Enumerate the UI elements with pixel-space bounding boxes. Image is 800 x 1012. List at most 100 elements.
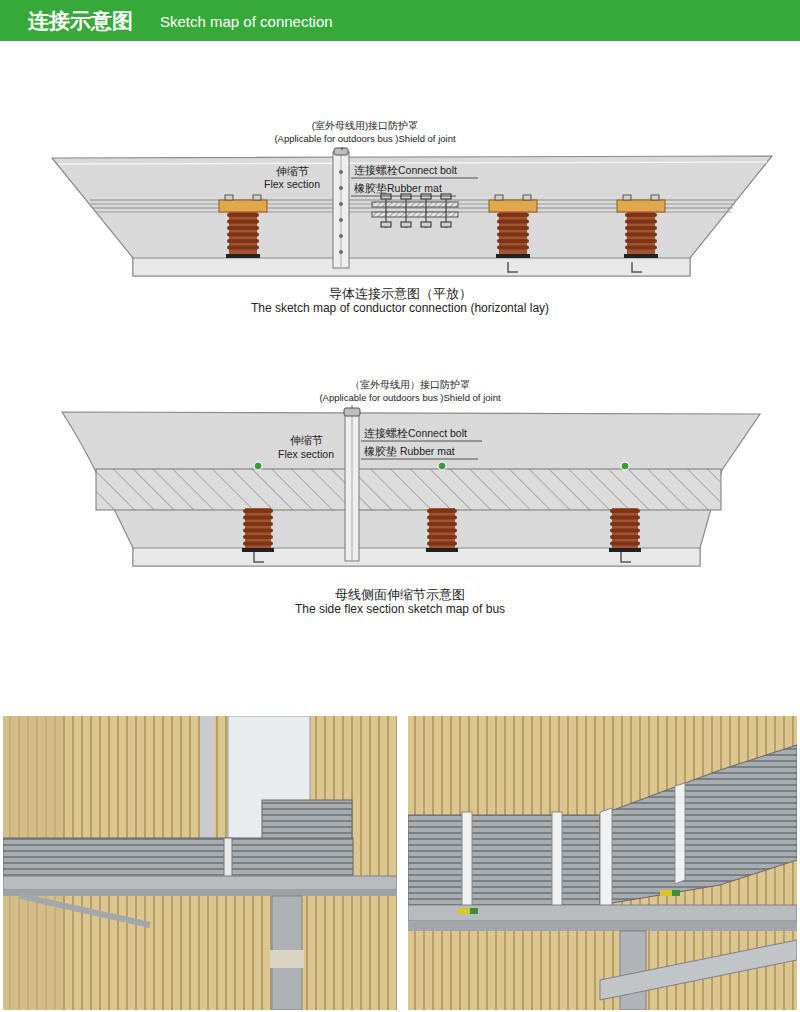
photo-bus-corner [600,940,797,1000]
bus-enclosure-side [254,552,264,562]
bus-enclosure-side [438,462,446,470]
figure-caption: The side flex section sketch map of bus [295,602,505,616]
figure-caption: 母线侧面伸缩节示意图 [335,587,465,603]
bus-enclosure-horizontal [632,262,642,272]
bolted-joint [441,222,451,227]
photo-bus-corner [675,783,685,884]
flex-section [333,152,349,268]
bolted-joint [381,194,391,199]
bus-enclosure-side [621,462,629,470]
flex-section [339,170,343,174]
bolted-joint [372,202,458,207]
bolted-joint [421,194,431,199]
flex-section [339,218,343,222]
flex-section [345,413,359,561]
header-band [0,0,800,41]
photo-bus-corner [600,808,612,908]
photo-outdoor-bus [224,838,232,878]
bolted-joint [401,222,411,227]
flex-section [339,250,343,254]
photo-bus-corner [408,921,797,931]
part-name: 伸缩节 [276,165,309,178]
leader-line [352,405,353,408]
bolted-joint [381,194,451,228]
leader-line [342,147,478,196]
bus-enclosure-side [254,462,262,470]
callout-label: （室外母线用）接口防护罩 [350,379,470,390]
photo-outdoor-bus [200,716,214,846]
photo-outdoor-bus [3,890,397,896]
insulator-symbol [426,508,458,552]
photo-bus-corner [672,890,680,896]
subtitle: Sketch map of connection [160,13,333,31]
photo-bus-corner [462,812,472,908]
leader-line [352,405,482,459]
bolted-joint [441,194,451,199]
flex-section [333,148,349,268]
bus-enclosure-horizontal [133,258,690,276]
figure-caption: The sketch map of conductor connection (… [251,301,549,315]
callout-label: (Applicable for outdoors bus )Shield of … [274,133,455,144]
part-name: 连接螺栓Connect bolt [354,164,457,177]
flex-section [344,408,360,561]
photo-bus-corner [408,716,797,1010]
bus-enclosure-horizontal [52,156,772,276]
bus-enclosure-horizontal [58,162,767,164]
bolted-joint [381,222,391,227]
flex-section [339,234,343,238]
flex-section [344,408,360,416]
part-name: 橡胶垫 Rubber mat [364,445,455,458]
bus-enclosure-side [62,412,760,566]
photo-bus-corner [470,908,478,914]
flex-section [352,413,353,561]
photo-outdoor-bus [3,838,353,878]
photo-bus-corner [458,908,478,914]
insulator-symbol [242,508,274,552]
leader-line [351,196,456,197]
part-name: 橡胶垫Rubber mat [354,182,442,195]
bolted-joint [421,222,431,227]
photo-bus-corner [408,815,600,905]
photo-bus-corner [600,745,797,905]
callout-label: (Applicable for outdoors bus )Shield of … [319,392,500,403]
photo-outdoor-bus [3,876,397,890]
bus-enclosure-side [96,469,721,510]
photo-bus-corner [408,716,797,1010]
bolted-joint [372,212,458,217]
part-name: Flex section [278,448,334,461]
bus-enclosure-horizontal [508,262,518,272]
insulator-symbol [609,508,641,552]
photo-outdoor-bus [20,896,150,925]
bus-enclosure-horizontal [52,156,772,276]
photo-outdoor-bus [3,716,397,1010]
leader-line [361,459,478,460]
figure-caption: 导体连接示意图（平放） [329,286,472,302]
photo-outdoor-bus [3,716,397,1010]
bus-enclosure-side [62,412,760,566]
insulator-symbol [489,195,537,258]
leader-line [342,147,343,150]
bolted-joint [372,194,458,228]
photo-bus-corner [408,905,797,921]
bus-enclosure-side [621,552,631,562]
leader-line [361,441,482,442]
photo-outdoor-bus [270,950,304,968]
photo-bus-corner [620,931,646,1010]
insulator-symbol [219,195,665,258]
part-name: 连接螺栓Connect bolt [364,427,467,440]
photo-bus-corner [660,890,680,896]
page-title: 连接示意图 [28,8,133,33]
flex-section [339,186,343,190]
part-name: 伸缩节 [290,434,323,447]
bolted-joint [401,194,411,199]
insulator-symbol [242,508,641,552]
flex-section [339,202,343,206]
part-name: Flex section [264,178,320,191]
photo-outdoor-bus [262,800,352,840]
insulator-symbol [617,195,665,258]
callout-label: (室外母线用)接口防护罩 [312,120,418,131]
flex-section [334,148,348,155]
